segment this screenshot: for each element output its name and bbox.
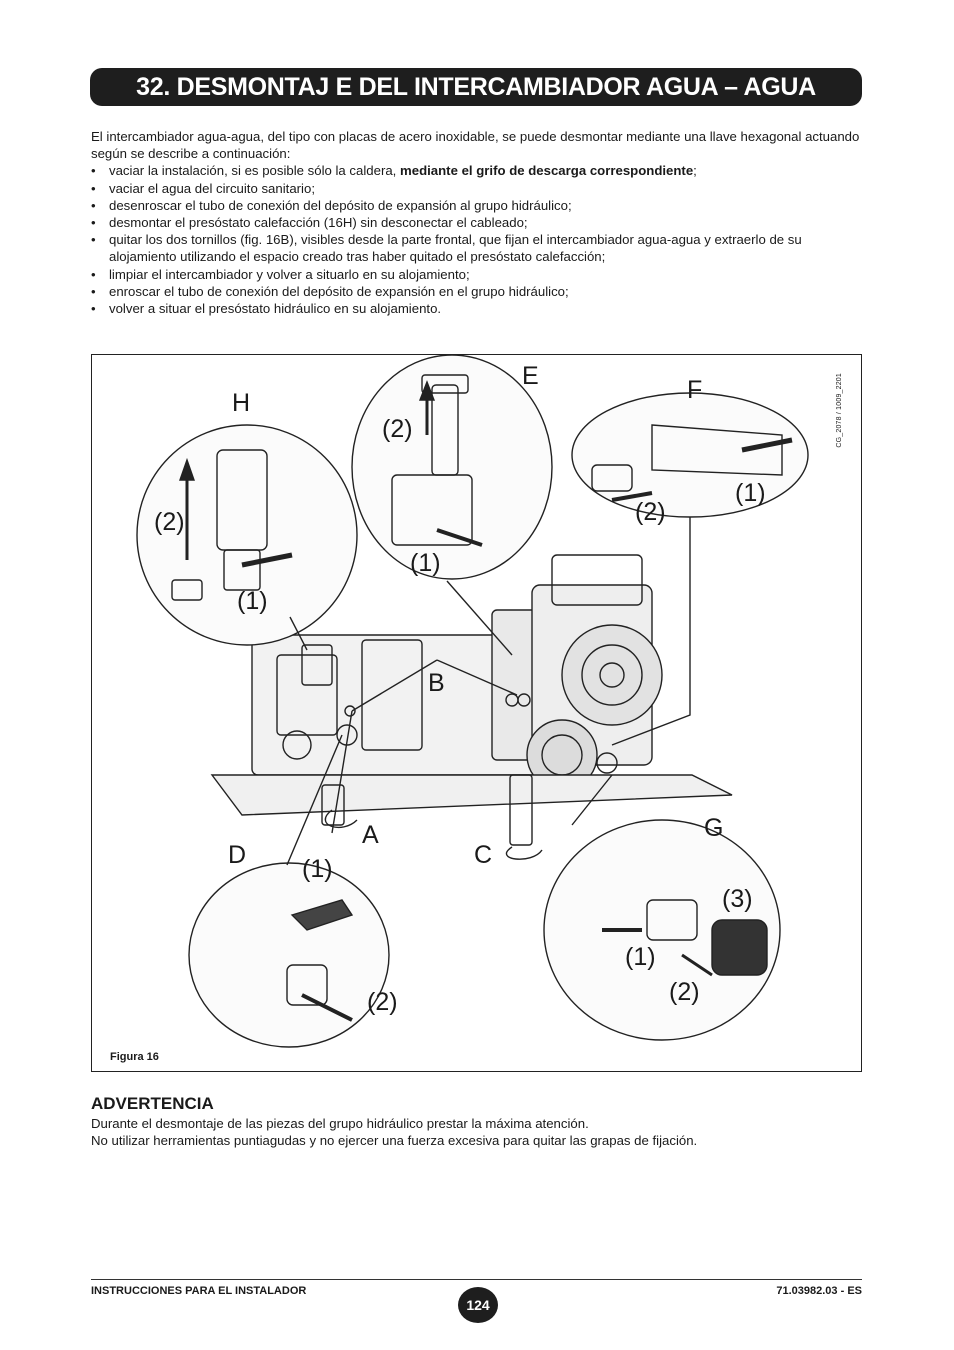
intro-section: El intercambiador agua-agua, del tipo co… xyxy=(91,128,866,317)
figure-code: CG_2078 / 1009_2201 xyxy=(836,373,843,448)
main-assembly xyxy=(210,554,733,846)
label-h-2: (2) xyxy=(154,508,185,536)
technical-drawing xyxy=(136,355,809,1048)
label-f: F xyxy=(687,376,703,404)
label-g-3: (3) xyxy=(722,885,753,913)
bold-phrase: mediante el grifo de descarga correspond… xyxy=(400,163,694,179)
label-h: H xyxy=(232,389,251,417)
footer-divider xyxy=(91,1279,862,1280)
figure-16: H E F B A C D G (2) (1) (2) (1) (1) (2) … xyxy=(91,354,862,1072)
label-b: B xyxy=(428,669,445,697)
label-h-1: (1) xyxy=(237,587,268,615)
label-g-1: (1) xyxy=(625,943,656,971)
label-g-2: (2) xyxy=(669,978,700,1006)
label-c: C xyxy=(474,841,493,869)
page-number: 124 xyxy=(458,1287,498,1323)
label-d-1: (1) xyxy=(302,855,333,883)
footer-document-code: 71.03982.03 - ES xyxy=(776,1285,862,1297)
detail-circle-f xyxy=(571,392,809,518)
warning-line-1: Durante el desmontaje de las piezas del … xyxy=(91,1116,589,1131)
label-f-1: (1) xyxy=(735,479,766,507)
figure-caption: Figura 16 xyxy=(110,1051,159,1063)
label-a: A xyxy=(362,821,379,849)
page-title: 32. DESMONTAJ E DEL INTERCAMBIADOR AGUA … xyxy=(136,72,816,101)
list-item: vaciar el agua del circuito sanitario; xyxy=(91,180,866,197)
label-f-2: (2) xyxy=(635,498,666,526)
label-d-2: (2) xyxy=(367,988,398,1016)
label-g: G xyxy=(704,814,724,842)
intro-lead: El intercambiador agua-agua, del tipo co… xyxy=(91,129,860,162)
detail-circle-e xyxy=(351,355,553,580)
warning-heading: ADVERTENCIA xyxy=(91,1094,214,1113)
detail-circle-d xyxy=(188,862,390,1048)
list-item: limpiar el intercambiador y volver a sit… xyxy=(91,266,866,283)
list-item: quitar los dos tornillos (fig. 16B), vis… xyxy=(91,231,866,265)
warning-section: ADVERTENCIA Durante el desmontaje de las… xyxy=(91,1094,866,1149)
list-item: enroscar el tubo de conexión del depósit… xyxy=(91,283,866,300)
label-e-2: (2) xyxy=(382,415,413,443)
list-item: vaciar la instalación, si es posible sól… xyxy=(91,162,866,179)
title-bar: 32. DESMONTAJ E DEL INTERCAMBIADOR AGUA … xyxy=(90,68,862,106)
list-item: desenroscar el tubo de conexión del depó… xyxy=(91,197,866,214)
instruction-list: vaciar la instalación, si es posible sól… xyxy=(91,162,866,317)
detail-circle-g xyxy=(543,819,781,1041)
warning-line-2: No utilizar herramientas puntiagudas y n… xyxy=(91,1133,698,1149)
label-e-1: (1) xyxy=(410,549,441,577)
label-d: D xyxy=(228,841,247,869)
list-item: volver a situar el presóstato hidráulico… xyxy=(91,300,866,317)
list-item: desmontar el presóstato calefacción (16H… xyxy=(91,214,866,231)
footer-left-text: INSTRUCCIONES PARA EL INSTALADOR xyxy=(91,1285,307,1297)
label-e: E xyxy=(522,362,539,390)
